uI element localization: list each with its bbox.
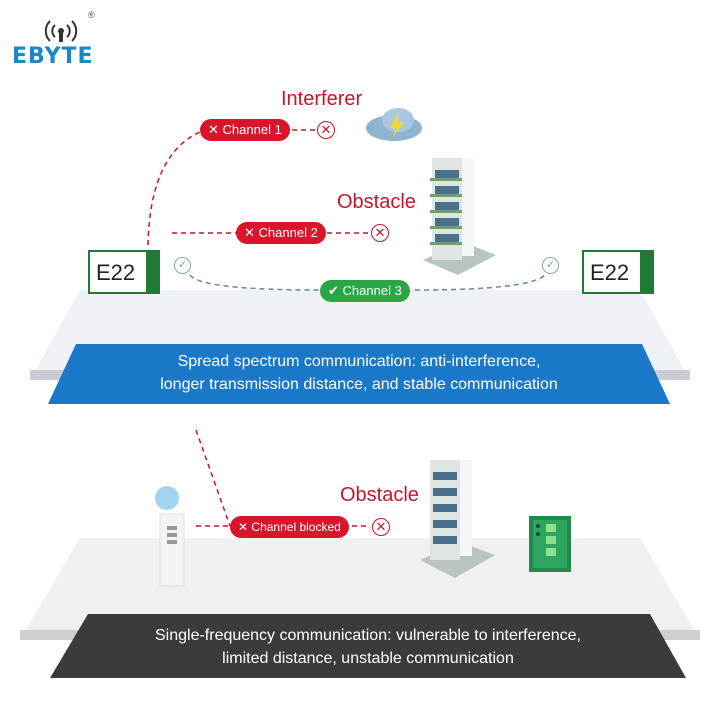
blocked-circle-icon: ✕ bbox=[317, 121, 335, 139]
obstacle-label-bottom: Obstacle bbox=[340, 484, 419, 506]
channel-1-pill: ✕ Channel 1 bbox=[200, 119, 290, 141]
channel-blocked-pill: ✕ Channel blocked bbox=[230, 516, 349, 538]
x-mark-icon: ✕ bbox=[208, 122, 219, 137]
blocked-circle-icon: ✕ bbox=[372, 518, 390, 536]
check-circle-icon: ✓ bbox=[542, 257, 559, 274]
interferer-label: Interferer bbox=[281, 88, 363, 110]
x-mark-icon: ✕ bbox=[244, 225, 255, 240]
x-mark-icon: ✕ bbox=[238, 520, 249, 534]
check-circle-icon: ✓ bbox=[174, 257, 191, 274]
e22-module-right: E22 bbox=[582, 250, 654, 294]
spread-spectrum-banner: Spread spectrum communication: anti-inte… bbox=[160, 353, 558, 393]
brand-name: EBYTE bbox=[12, 44, 94, 69]
blocked-circle-icon: ✕ bbox=[371, 224, 389, 242]
channel-3-pill: ✔ Channel 3 bbox=[320, 280, 410, 302]
obstacle-label: Obstacle bbox=[337, 191, 416, 213]
registered-mark: ® bbox=[88, 10, 95, 20]
ebyte-logo: ® EBYTE bbox=[12, 10, 112, 70]
building-icon bbox=[423, 158, 496, 275]
e22-module-left: E22 bbox=[88, 250, 160, 294]
cloud-lightning-icon bbox=[366, 108, 422, 141]
antenna-signal-icon bbox=[44, 20, 78, 42]
check-mark-icon: ✔ bbox=[328, 283, 339, 298]
channel-2-pill: ✕ Channel 2 bbox=[236, 222, 326, 244]
single-frequency-banner: Single-frequency communication: vulnerab… bbox=[154, 627, 581, 667]
